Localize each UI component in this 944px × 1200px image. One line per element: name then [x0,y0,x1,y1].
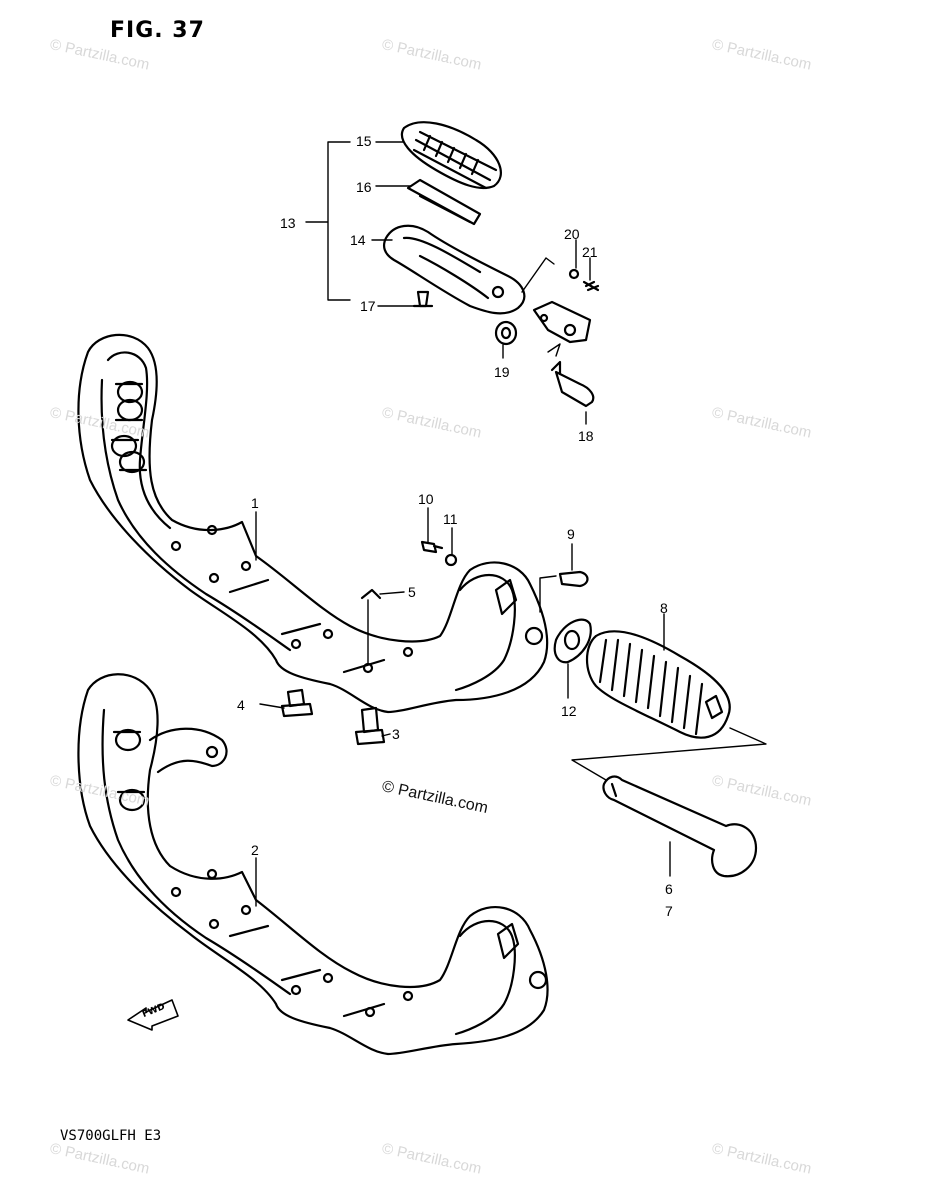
part-label-3: 3 [392,726,400,742]
part-label-5: 5 [408,584,416,600]
part-label-16: 16 [356,179,372,195]
part-label-9: 9 [567,526,575,542]
footrest-assembly-drawing [383,121,526,315]
part-label-15: 15 [356,133,372,149]
part-label-19: 19 [494,364,510,380]
part-label-10: 10 [418,491,434,507]
hardware-drawing [280,268,758,878]
part-label-21: 21 [582,244,598,260]
model-code: VS700GLFH E3 [60,1128,162,1144]
frame-right-drawing [77,333,549,714]
part-label-7: 7 [665,903,673,919]
part-label-4: 4 [237,697,245,713]
part-label-8: 8 [660,600,668,616]
leader-lines [255,141,767,907]
part-label-6: 6 [665,881,673,897]
frame-left-drawing [77,673,549,1056]
part-label-14: 14 [350,232,366,248]
part-label-17: 17 [360,298,376,314]
part-label-1: 1 [251,495,259,511]
figure-title: FIG. 37 [110,18,205,43]
part-label-12: 12 [561,703,577,719]
fwd-arrow [127,999,179,1031]
part-label-20: 20 [564,226,580,242]
part-label-2: 2 [251,842,259,858]
part-label-11: 11 [443,511,458,527]
part-label-13: 13 [280,215,296,231]
part-label-18: 18 [578,428,594,444]
